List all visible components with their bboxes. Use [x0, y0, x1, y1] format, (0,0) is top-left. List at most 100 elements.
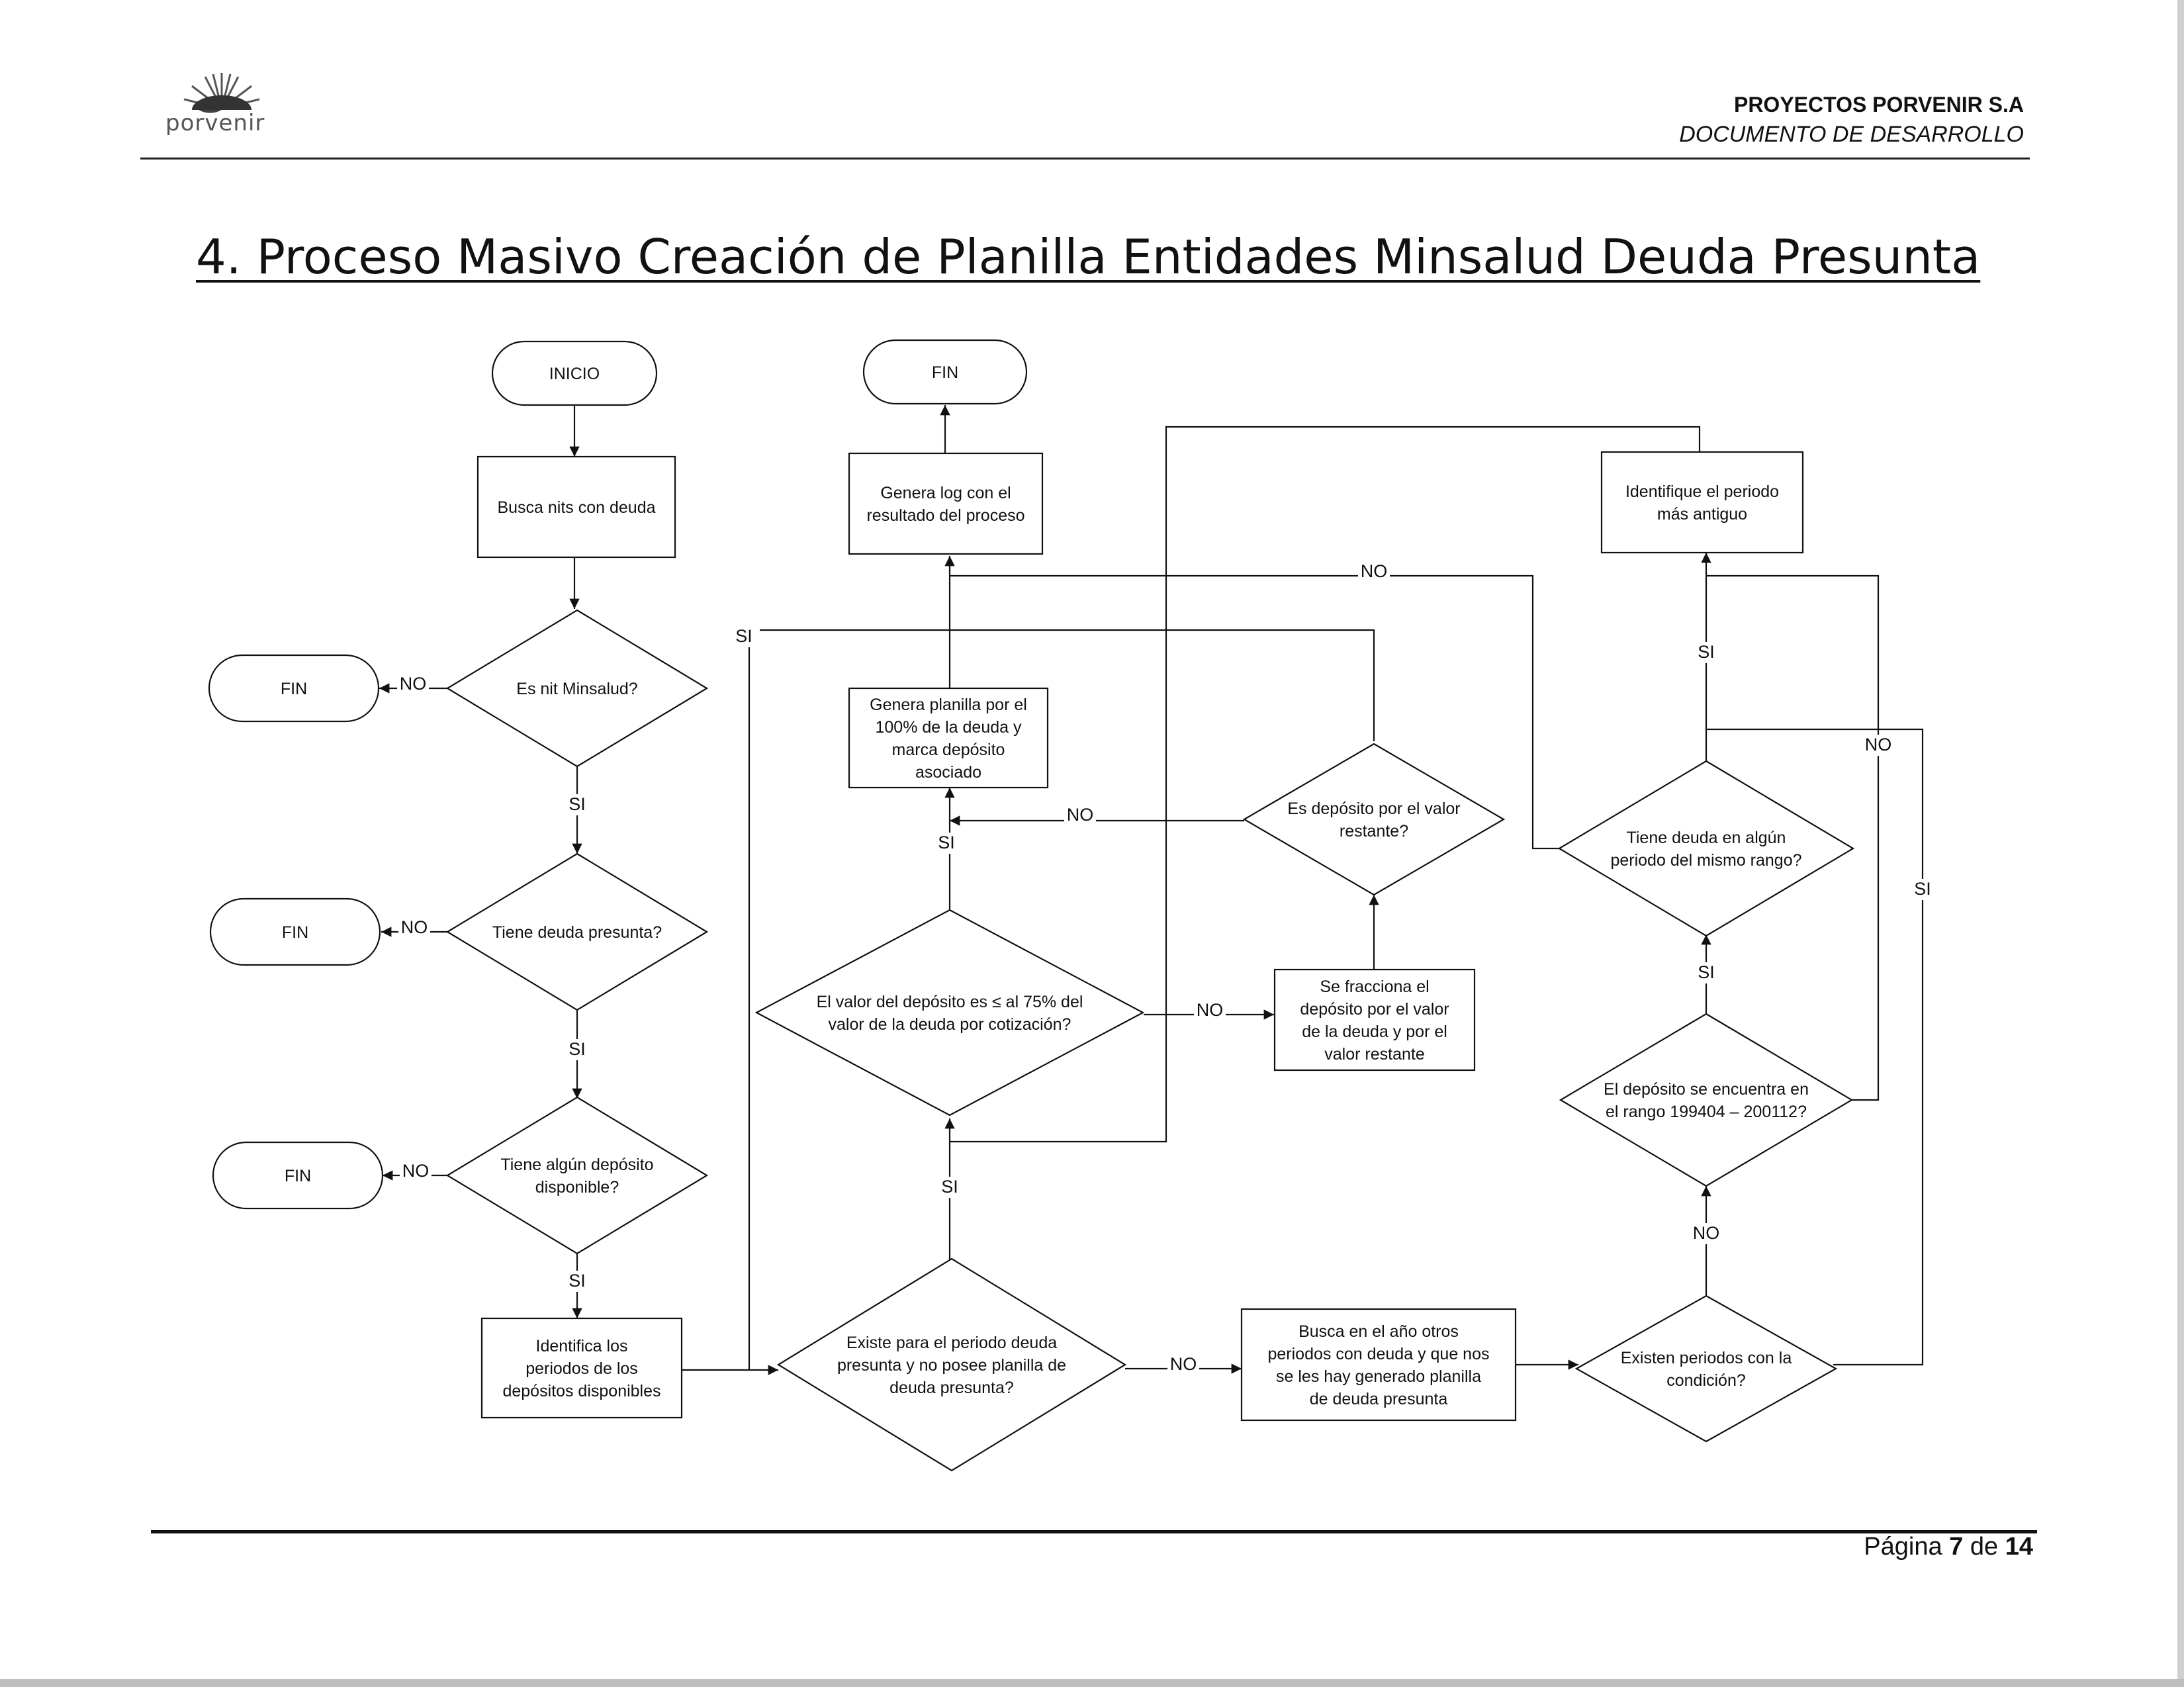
busca-anio-box-text-2: periodos con deuda y que nos [1268, 1345, 1490, 1363]
se-fracciona-box [1273, 968, 1476, 1071]
label-no-existen: NO [1693, 1223, 1720, 1243]
es-nit-minsalud-diamond-text-1: Es nit Minsalud? [516, 680, 637, 698]
label-no-existe: NO [1170, 1354, 1197, 1374]
fin-terminal-top [862, 339, 1028, 405]
label-no-deuda: NO [401, 917, 428, 937]
tiene-deuda-rango-diamond [1557, 760, 1855, 937]
document-type: DOCUMENTO DE DESARROLLO [1679, 122, 2024, 147]
label-si-loop-bg [728, 626, 760, 647]
label-si-rango: SI [1698, 962, 1715, 982]
label-si-deposito: SI [569, 1271, 586, 1291]
identifique-antiguo-box [1600, 451, 1804, 554]
label-si-loop: SI [735, 626, 752, 646]
label-si-minsalud: SI [569, 794, 586, 814]
identifica-periodos-box-text-2: periodos de los [525, 1359, 638, 1378]
label-no-deuda-bg [398, 917, 430, 938]
identifique-antiguo-box-text-2: más antiguo [1657, 505, 1747, 524]
existen-periodos-diamond-text-2: condición? [1666, 1371, 1746, 1390]
genera-planilla-box-text-2: 100% de la deuda y [875, 718, 1022, 737]
page-label: Página [1864, 1533, 1942, 1561]
label-no-tiene-bg [1358, 561, 1390, 582]
label-no-valor-bg [1194, 1000, 1226, 1021]
label-no-restante: NO [1067, 805, 1094, 825]
busca-nits-box [477, 455, 676, 559]
tiene-deuda-presunta-diamond [445, 852, 709, 1011]
deposito-rango-diamond-text-2: el rango 199404 – 200112? [1606, 1103, 1807, 1121]
label-no-minsalud: NO [400, 674, 427, 694]
label-si-tiene-bg [1690, 642, 1722, 663]
valor-deposito-diamond-text-2: valor de la deuda por cotización? [829, 1015, 1071, 1034]
label-si-minsalud-bg [561, 794, 593, 815]
label-no-deposito: NO [402, 1161, 430, 1181]
existen-periodos-diamond [1574, 1295, 1838, 1443]
genera-log-box-text-2: resultado del proceso [866, 506, 1024, 525]
scan-edge-bottom [0, 1679, 2184, 1687]
label-no-restante-bg [1064, 805, 1096, 826]
label-no-existen-bg [1690, 1223, 1722, 1244]
busca-anio-box-text-1: Busca en el año otros [1298, 1322, 1459, 1341]
busca-anio-box [1240, 1308, 1517, 1422]
fin-terminal-2-text-1: FIN [282, 923, 308, 942]
label-no-valor: NO [1197, 1000, 1224, 1020]
label-si-existen-bg [1907, 879, 1938, 900]
identifique-antiguo-box-text-1: Identifique el periodo [1625, 482, 1779, 501]
se-fracciona-box-text-3: de la deuda y por el [1302, 1023, 1447, 1041]
tiene-deuda-rango-diamond-text-2: periodo del mismo rango? [1610, 851, 1801, 870]
genera-planilla-box-text-3: marca depósito [892, 741, 1005, 759]
fin-terminal-top-text-1: FIN [932, 363, 958, 382]
inicio-terminal [491, 340, 658, 406]
tiene-deuda-presunta-diamond-text-1: Tiene deuda presunta? [492, 923, 662, 942]
es-deposito-restante-diamond-text-2: restante? [1340, 822, 1408, 841]
edge-existen-si-loop [1706, 728, 1924, 1366]
valor-deposito-diamond-text-1: El valor del depósito es ≤ al 75% del [817, 993, 1083, 1011]
label-si-deposito-bg [561, 1271, 593, 1292]
se-fracciona-box-text-2: depósito por el valor [1300, 1000, 1449, 1019]
genera-planilla-box-text-1: Genera planilla por el [870, 696, 1027, 714]
footer-rule [151, 1530, 2037, 1533]
genera-planilla-box [848, 687, 1049, 789]
busca-anio-box-text-4: de deuda presunta [1310, 1390, 1448, 1408]
label-si-existen: SI [1914, 879, 1931, 899]
se-fracciona-box-text-4: valor restante [1324, 1045, 1424, 1064]
label-si-deuda-bg [561, 1039, 593, 1060]
se-fracciona-box-text-1: Se fracciona el [1320, 978, 1429, 996]
existe-periodo-diamond [776, 1257, 1127, 1472]
label-no-rango-bg [1862, 735, 1894, 756]
label-si-valor-bg [931, 833, 962, 854]
existe-periodo-diamond-text-1: Existe para el periodo deuda [846, 1334, 1057, 1352]
label-no-tiene: NO [1361, 561, 1388, 581]
valor-deposito-diamond [754, 909, 1145, 1117]
deposito-rango-diamond-text-1: El depósito se encuentra en [1604, 1080, 1809, 1099]
busca-nits-box-text-1: Busca nits con deuda [497, 498, 655, 517]
edge-loop-identifique [950, 426, 1701, 1143]
tiene-deposito-diamond-text-2: disponible? [535, 1178, 619, 1197]
edge-tiene-no-log [950, 574, 1562, 850]
tiene-deposito-diamond-text-1: Tiene algún depósito [500, 1156, 653, 1174]
label-si-valor: SI [938, 833, 955, 852]
deposito-rango-diamond [1559, 1013, 1854, 1187]
inicio-terminal-text-1: INICIO [549, 365, 600, 383]
existe-periodo-diamond-text-3: deuda presunta? [889, 1379, 1014, 1397]
page-number: Página 7 de 14 [1864, 1533, 2033, 1561]
genera-planilla-box-text-4: asociado [915, 763, 981, 782]
genera-log-box-text-1: Genera log con el [880, 484, 1011, 502]
label-si-existe: SI [941, 1177, 958, 1197]
label-no-deposito-bg [400, 1161, 432, 1182]
identifica-periodos-box-text-1: Identifica los [536, 1337, 628, 1355]
page-total: 14 [2005, 1533, 2033, 1561]
es-deposito-restante-diamond [1242, 743, 1506, 896]
label-si-tiene: SI [1698, 642, 1715, 662]
fin-terminal-1 [208, 654, 380, 723]
busca-anio-box-text-3: se les hay generado planilla [1276, 1367, 1481, 1386]
logo-text: porvenir [165, 110, 265, 136]
existen-periodos-diamond-text-1: Existen periodos con la [1621, 1349, 1792, 1367]
porvenir-logo [183, 73, 260, 113]
fin-terminal-3 [212, 1141, 384, 1210]
header-rule [140, 158, 2030, 160]
label-si-rango-bg [1690, 962, 1722, 983]
fin-terminal-2 [209, 897, 381, 966]
es-deposito-restante-diamond-text-1: Es depósito por el valor [1287, 799, 1460, 818]
genera-log-box [848, 452, 1044, 555]
